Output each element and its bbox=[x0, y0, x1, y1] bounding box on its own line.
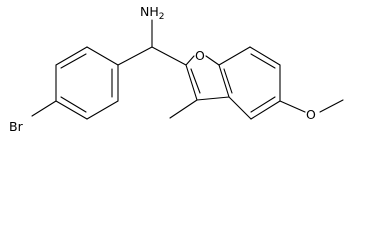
bond bbox=[250, 100, 281, 120]
bond bbox=[196, 96, 230, 101]
bond bbox=[55, 46, 88, 66]
aryl-o-bond bbox=[279, 100, 306, 113]
bromine-label: Br bbox=[9, 119, 24, 134]
bond bbox=[86, 46, 119, 66]
bond bbox=[205, 55, 220, 66]
structure-canvas: NH2 Br O O bbox=[9, 4, 344, 134]
bond bbox=[86, 100, 119, 120]
bond bbox=[249, 46, 281, 66]
double-bond-inner bbox=[190, 68, 201, 94]
double-bond-inner bbox=[223, 68, 233, 94]
bond bbox=[55, 100, 88, 120]
bond bbox=[185, 55, 195, 66]
furan-oxygen-label: O bbox=[195, 48, 205, 63]
double-bond-inner bbox=[60, 53, 87, 69]
methoxy-oxygen-label: O bbox=[306, 107, 316, 122]
molecule-drawing: NH2 Br O O bbox=[9, 4, 344, 134]
benzo-ring bbox=[218, 46, 281, 120]
c-br-bond bbox=[31, 100, 57, 117]
ring-to-methine-bond bbox=[117, 46, 153, 66]
methyl-bond bbox=[169, 99, 198, 119]
bond bbox=[218, 64, 230, 98]
bromophenyl-ring bbox=[55, 46, 119, 120]
o-methyl-bond bbox=[319, 99, 344, 113]
furan-ring bbox=[185, 55, 230, 101]
bond bbox=[218, 46, 251, 66]
double-bond-inner bbox=[250, 53, 276, 69]
double-bond-inner bbox=[250, 96, 276, 113]
bond bbox=[185, 64, 198, 101]
bond bbox=[228, 96, 252, 120]
amine-label: NH2 bbox=[140, 4, 164, 22]
methine-to-furan-bond bbox=[151, 46, 187, 66]
double-bond-inner bbox=[60, 96, 87, 113]
